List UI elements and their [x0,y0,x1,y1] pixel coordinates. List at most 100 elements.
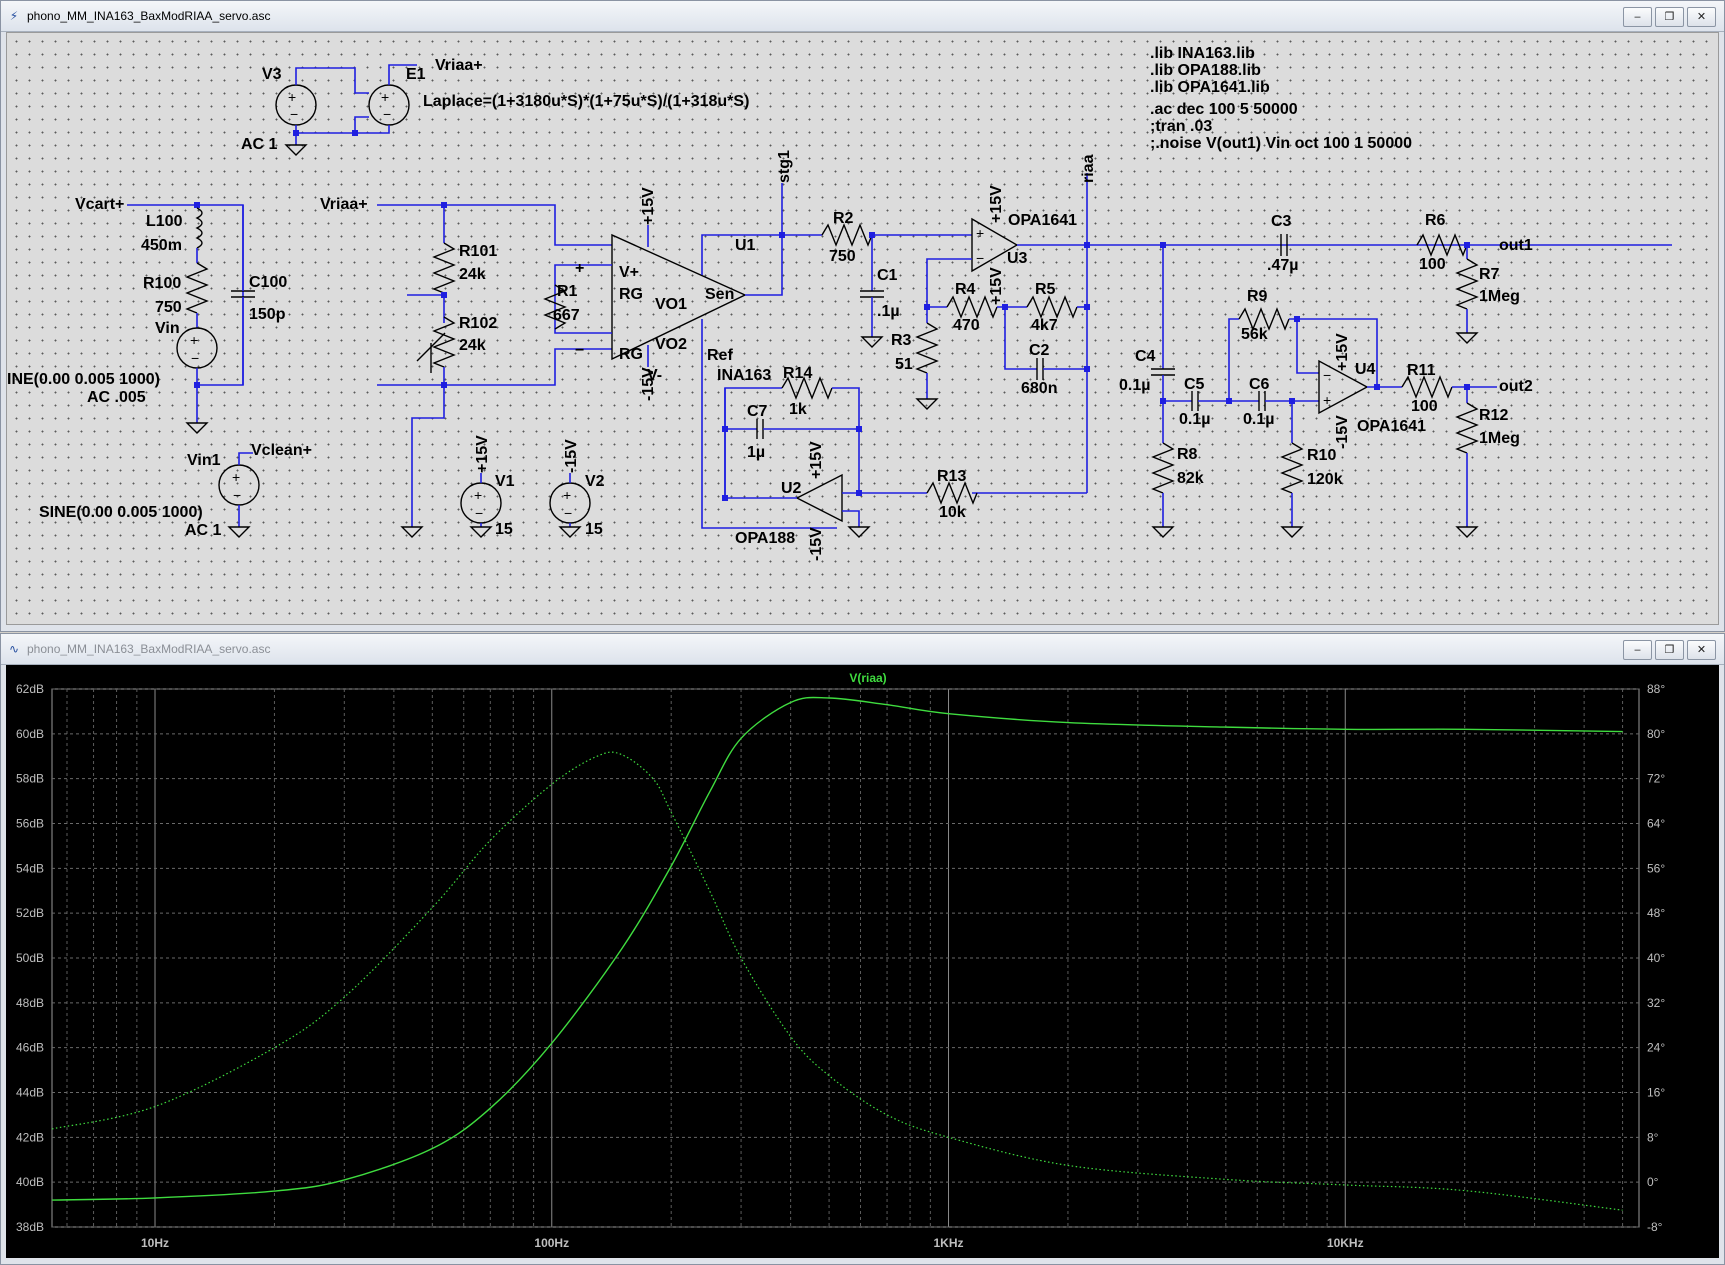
u4-plus15-supply[interactable]: +15V [1334,333,1351,371]
r2-label[interactable]: R2 [833,210,854,227]
u1-plus15-supply[interactable]: +15V [640,187,657,225]
schematic-canvas[interactable]: .lib INA163.lib .lib OPA188.lib .lib OPA… [6,32,1719,625]
trace-vriaa-phase[interactable] [51,751,1623,1211]
vin-source-spec[interactable]: INE(0.00 0.005 1000) [7,371,160,388]
r8-value[interactable]: 82k [1177,470,1204,487]
v3-label[interactable]: V3 [262,66,282,83]
r10-value[interactable]: 120k [1307,471,1343,488]
r7-value[interactable]: 1Meg [1479,288,1520,305]
vin-ac-spec[interactable]: AC .005 [87,389,146,406]
u3-part-name[interactable]: OPA1641 [1008,212,1077,229]
r1-value[interactable]: 667 [553,307,580,324]
resistor-r100[interactable] [185,262,209,314]
resistor-r2[interactable] [821,223,873,247]
l100-label[interactable]: L100 [146,213,183,230]
r2-value[interactable]: 750 [829,248,856,265]
c4-value[interactable]: 0.1µ [1119,377,1150,394]
output2-block[interactable]: − + C4 0.1µ C5 0 [1119,245,1533,538]
c3-value[interactable]: .47µ [1267,257,1298,274]
resistor-r7[interactable] [1455,258,1479,310]
vclean-net-label[interactable]: Vclean+ [251,442,312,459]
r1-label[interactable]: R1 [557,283,578,300]
directive-tran[interactable]: ;tran .03 [1150,118,1212,135]
minimize-button[interactable]: ‒ [1623,640,1652,660]
r11-value[interactable]: 100 [1411,398,1438,415]
riaa-net-label[interactable]: riaa [1080,154,1097,183]
v1-value[interactable]: 15 [495,521,513,538]
schematic-titlebar[interactable]: ⚡ phono_MM_INA163_BaxModRIAA_servo.asc ‒… [1,1,1724,32]
r102-value[interactable]: 24k [459,337,486,354]
cartridge-input-block[interactable]: + − Vcart+ L100 450m R100 750 Vin C100 1… [7,196,287,434]
c100-value[interactable]: 150p [249,306,286,323]
vriaa-net-label-e1[interactable]: Vriaa+ [435,57,483,74]
resistor-r6[interactable] [1416,233,1468,257]
resistor-r1[interactable] [543,284,567,330]
stg1-net-label[interactable]: stg1 [776,150,793,183]
c7-value[interactable]: 1µ [747,444,765,461]
r100-label[interactable]: R100 [143,275,181,292]
v3-ac-label[interactable]: AC 1 [241,136,278,153]
restore-button[interactable]: ❐ [1655,640,1684,660]
r6-value[interactable]: 100 [1419,256,1446,273]
r7-label[interactable]: R7 [1479,266,1500,283]
vcart-net-label[interactable]: Vcart+ [75,196,124,213]
waveform-window[interactable]: ∿ phono_MM_INA163_BaxModRIAA_servo.asc ‒… [0,633,1725,1265]
out2-net-label[interactable]: out2 [1499,378,1533,395]
r4-value[interactable]: 470 [953,317,980,334]
u2-plus15-supply[interactable]: +15V [808,441,825,479]
c7-label[interactable]: C7 [747,403,768,420]
directive-lib-opa188[interactable]: .lib OPA188.lib [1150,62,1261,79]
directive-ac[interactable]: .ac dec 100 5 50000 [1150,101,1298,118]
vin1-block[interactable]: + − Vin1 Vclean+ SINE(0.00 0.005 1000) A… [39,442,312,539]
r100-value[interactable]: 750 [155,299,182,316]
u2-opamp-symbol[interactable] [795,473,843,523]
out1-net-label[interactable]: out1 [1499,237,1533,254]
v2-net-label[interactable]: -15V [563,439,580,473]
c3-label[interactable]: C3 [1271,213,1292,230]
schematic-drawing[interactable]: .lib INA163.lib .lib OPA188.lib .lib OPA… [7,33,1720,627]
r101-label[interactable]: R101 [459,243,497,260]
u4-opamp-symbol[interactable] [1318,359,1369,415]
vin-label[interactable]: Vin [155,320,180,337]
resistor-r5[interactable] [1026,295,1078,319]
resistor-r12[interactable] [1455,402,1479,454]
r14-label[interactable]: R14 [783,365,812,382]
c5-value[interactable]: 0.1µ [1179,411,1210,428]
laplace-expression[interactable]: Laplace=(1+3180u*S)*(1+75u*S)/(1+318u*S) [423,93,749,110]
c100-label[interactable]: C100 [249,274,287,291]
u3-minus15-supply[interactable]: +15V [988,267,1005,305]
opa1641-u3[interactable]: + − riaa [891,154,1672,494]
r8-label[interactable]: R8 [1177,446,1198,463]
resistor-r101[interactable] [432,242,456,294]
u4-label[interactable]: U4 [1355,361,1376,378]
r5-value[interactable]: 4k7 [1031,317,1058,334]
r9-label[interactable]: R9 [1247,288,1268,305]
u3-plus15-supply[interactable]: +15V [988,185,1005,223]
r9-value[interactable]: 56k [1241,326,1268,343]
r101-value[interactable]: 24k [459,266,486,283]
servo-u2-block[interactable]: R14 1k C7 1µ +15V U2 OPA188 -15V R13 10k [722,365,978,561]
resistor-r4[interactable] [946,295,998,319]
stage-one-output[interactable]: stg1 R2 750 C1 .1µ [776,150,972,348]
u1-minus15-supply[interactable]: -15V [640,367,657,401]
r12-value[interactable]: 1Meg [1479,430,1520,447]
u2-minus15-supply[interactable]: -15V [808,527,825,561]
spice-directives[interactable]: .lib INA163.lib .lib OPA188.lib .lib OPA… [1150,45,1412,152]
r10-label[interactable]: R10 [1307,447,1336,464]
r6-label[interactable]: R6 [1425,212,1446,229]
supply-sources[interactable]: + − +15V V1 15 + − -15V V2 15 [460,435,605,538]
u1-amplifier-symbol[interactable] [611,233,747,361]
l100-value[interactable]: 450m [141,237,182,254]
c2-label[interactable]: C2 [1029,342,1050,359]
r3-label[interactable]: R3 [891,332,912,349]
c2-value[interactable]: 680n [1021,380,1057,397]
directive-lib-opa1641[interactable]: .lib OPA1641.lib [1150,79,1270,96]
r14-value[interactable]: 1k [789,401,807,418]
u3-label[interactable]: U3 [1007,250,1028,267]
u2-part-name[interactable]: OPA188 [735,530,795,547]
v3-e1-block[interactable]: + − + − V3 E1 Vriaa+ Laplace=(1+3180u*S)… [241,57,749,156]
schematic-window[interactable]: ⚡ phono_MM_INA163_BaxModRIAA_servo.asc ‒… [0,0,1725,632]
resistor-r10[interactable] [1280,442,1304,494]
r11-label[interactable]: R11 [1407,362,1436,379]
resistor-r102[interactable] [432,316,456,368]
